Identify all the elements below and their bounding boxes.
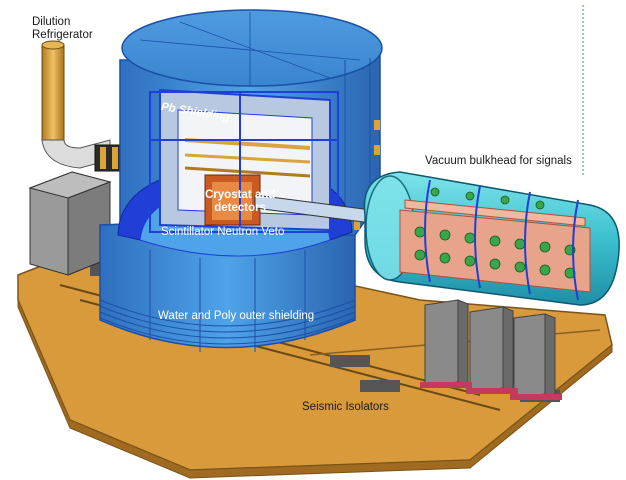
scintillator-veto-label: Scintillator Neutron Veto bbox=[161, 226, 285, 238]
cryostat-label-line1: Cryostat and bbox=[205, 189, 276, 201]
dilution-label-line1: Dilution bbox=[32, 16, 71, 28]
vacuum-bulkhead bbox=[363, 171, 620, 306]
cryostat-label: Cryostat and detectors bbox=[205, 189, 275, 215]
seismic-isolators-label: Seismic Isolators bbox=[302, 401, 389, 413]
dilution-refrigerator-label: Dilution Refrigerator bbox=[32, 16, 93, 42]
electronics-cabinet bbox=[28, 171, 112, 276]
seismic-isolators bbox=[420, 299, 562, 400]
vacuum-bulkhead-label: Vacuum bulkhead for signals bbox=[425, 155, 572, 167]
water-poly-label: Water and Poly outer shielding bbox=[158, 310, 315, 322]
dilution-label-line2: Refrigerator bbox=[32, 29, 93, 42]
cutaway-interior bbox=[117, 88, 411, 257]
cryostat-label-line2: detectors bbox=[214, 202, 267, 215]
